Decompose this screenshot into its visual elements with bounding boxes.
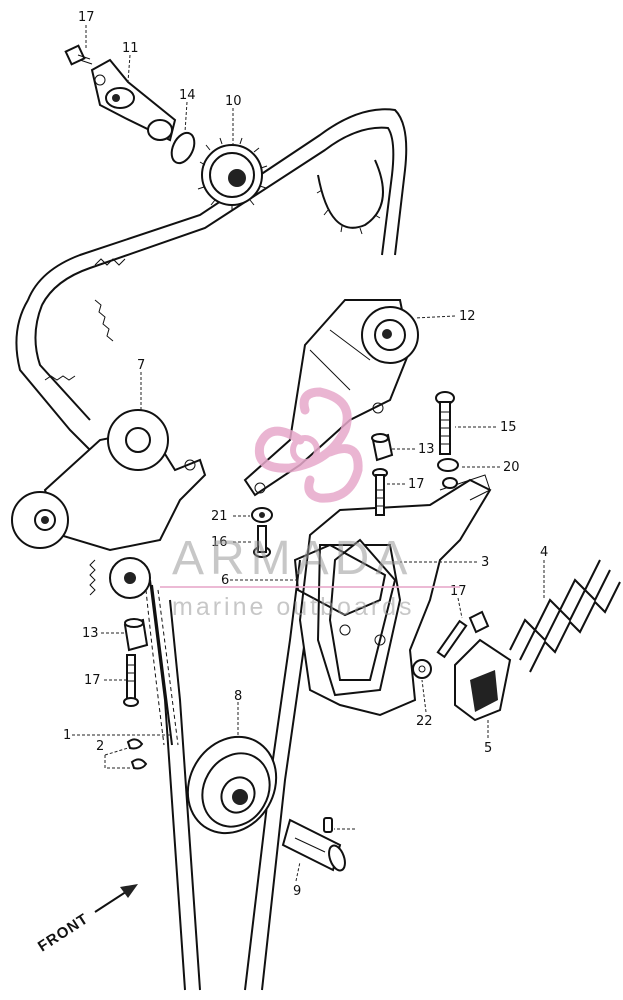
bolt-14 [435,391,455,455]
tensioner-shaft-11 [90,58,177,142]
chain-clip-2 [126,738,148,770]
sprocket-10 [197,137,268,211]
washer-20 [412,659,432,679]
part-label-21: 21 [211,509,228,524]
part-label-17-upper: 17 [408,477,425,492]
bolt-17-lower [123,654,139,707]
pin-22 [323,817,333,833]
timing-belt [15,108,408,991]
part-label-5: 5 [484,741,492,756]
front-indicator: FRONT [35,884,138,955]
part-label-19: 20 [503,460,520,475]
spring-4 [509,559,621,673]
shaft-9 [281,818,346,872]
part-label-4: 4 [540,545,548,560]
spring-cap-5 [454,638,512,722]
collar-13-lower [123,618,149,652]
bolt-16 [253,525,271,558]
washer-21 [251,507,273,523]
part-label-15: 14 [179,88,196,103]
part-label-14: 15 [500,420,517,435]
watermark-logo-icon [254,387,363,503]
part-label-6: 6 [221,573,229,588]
part-label-20: 22 [416,714,433,729]
part-label-16: 16 [211,535,228,550]
bolt-18 [64,44,93,66]
bolt-17-right [436,610,490,659]
part-label-9: 9 [293,884,301,899]
front-label: FRONT [35,910,92,955]
bolt-17-upper [372,468,388,516]
part-label-18: 17 [78,10,95,25]
watermark-tagline: marine outboards [172,593,415,621]
part-label-2: 2 [96,739,104,754]
gasket-6 [293,543,387,617]
part-label-7: 7 [137,358,145,373]
collar-13-upper [371,433,394,462]
watermark: ARMADA marine outboards [160,387,460,621]
watermark-rule [160,586,460,588]
part-label-17-lower: 17 [84,673,101,688]
idler-bracket-7 [11,409,207,599]
part-label-13-upper: 13 [418,442,435,457]
part-label-8: 8 [234,689,242,704]
chain-1 [145,584,179,746]
part-label-1: 1 [63,728,71,743]
sprocket-right-upper [316,159,384,235]
tensioner-body-3 [298,474,492,717]
part-label-11: 11 [122,41,139,56]
part-label-10: 10 [225,94,242,109]
watermark-brand: ARMADA [172,532,413,585]
part-number-labels: 17 11 14 10 12 7 15 13 20 17 21 16 3 4 6… [63,10,548,899]
o-ring-15 [170,131,196,165]
part-label-12: 12 [459,309,476,324]
pulley-8 [186,735,278,835]
leader-lines [72,25,545,882]
part-label-13-lower: 13 [82,626,99,641]
washer-19 [437,458,459,489]
part-label-3: 3 [481,555,489,570]
